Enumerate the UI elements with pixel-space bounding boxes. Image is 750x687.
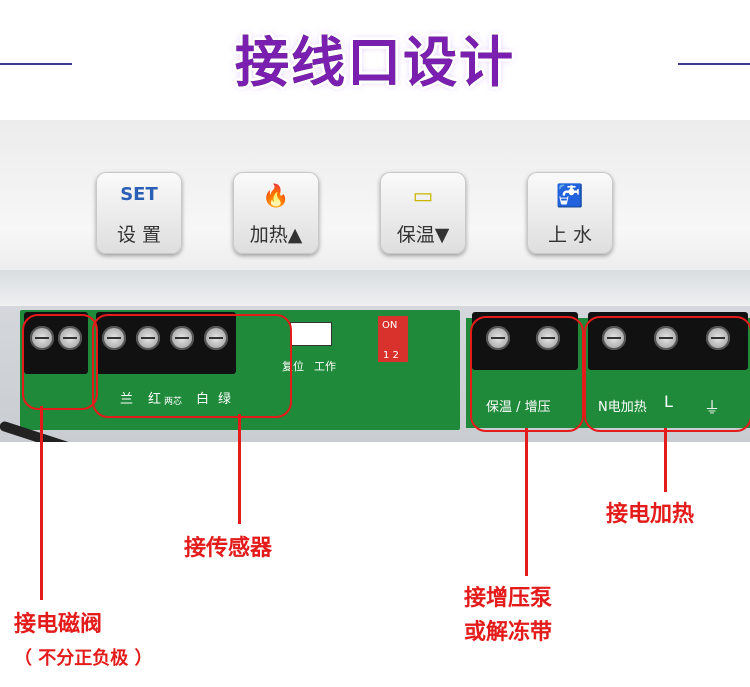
water-fill-key[interactable]: 🚰 上 水: [527, 172, 613, 254]
reset-label: 复位: [282, 360, 304, 373]
heat-up-key[interactable]: 🔥 加热▲: [233, 172, 319, 254]
page-title: 接线口设计: [235, 31, 515, 94]
wire-green-label: 绿: [218, 392, 232, 407]
lower-background: [0, 442, 750, 687]
wire-red-label: 红: [148, 392, 162, 407]
heat-key-label: 加热▲: [249, 224, 303, 246]
pump-callout-line1: 接增压泵: [464, 586, 553, 611]
reset-switch: [290, 322, 332, 346]
sensor-callout-box: [92, 314, 292, 418]
dip-on-label: ON: [382, 320, 398, 331]
wire-blue-label: 兰: [120, 392, 134, 407]
wire-white-label: 白: [196, 392, 210, 407]
faucet-icon: 🚰: [556, 184, 584, 209]
header-banner: 接线口设计: [0, 0, 750, 120]
pump-terminal-label: 保温 / 增压: [486, 400, 551, 415]
pump-leader-line: [525, 428, 528, 576]
valve-callout: 接电磁阀: [14, 612, 103, 637]
water-key-label: 上 水: [547, 224, 593, 246]
dip-num-label: 1 2: [383, 350, 399, 361]
pump-terminal: [472, 312, 578, 370]
keep-warm-down-key[interactable]: ▭ 保温▼: [380, 172, 466, 254]
ground-icon: ⏚: [704, 398, 721, 417]
warm-key-label: 保温▼: [396, 224, 450, 246]
panel-edge: [0, 270, 750, 306]
pump-callout-box: [470, 316, 584, 432]
live-label: L: [664, 392, 673, 411]
header-rule-right: [678, 63, 750, 65]
sensor-callout: 接传感器: [184, 536, 273, 561]
set-icon: SET: [120, 184, 158, 205]
pump-callout-line2: 或解冻带: [464, 620, 553, 645]
two-core-label: 两芯: [164, 397, 183, 407]
work-label: 工作: [314, 360, 336, 373]
warm-icon: ▭: [412, 184, 434, 209]
heater-callout: 接电加热: [606, 502, 695, 527]
valve-note: （ 不分正负极 ）: [14, 648, 153, 669]
heater-callout-box: [584, 316, 750, 432]
header-rule-left: [0, 63, 72, 65]
heater-leader-line: [664, 428, 667, 492]
sensor-leader-line: [238, 414, 241, 524]
flame-icon: 🔥: [262, 184, 290, 209]
sensor-terminal: [96, 312, 236, 374]
valve-leader-line: [40, 406, 43, 600]
heater-terminal: [588, 312, 748, 370]
heater-terminal-label: N电加热: [598, 400, 647, 415]
set-key-label: 设 置: [116, 224, 162, 246]
set-key[interactable]: SET 设 置: [96, 172, 182, 254]
dip-switch: [378, 316, 408, 362]
valve-callout-box: [22, 314, 98, 410]
